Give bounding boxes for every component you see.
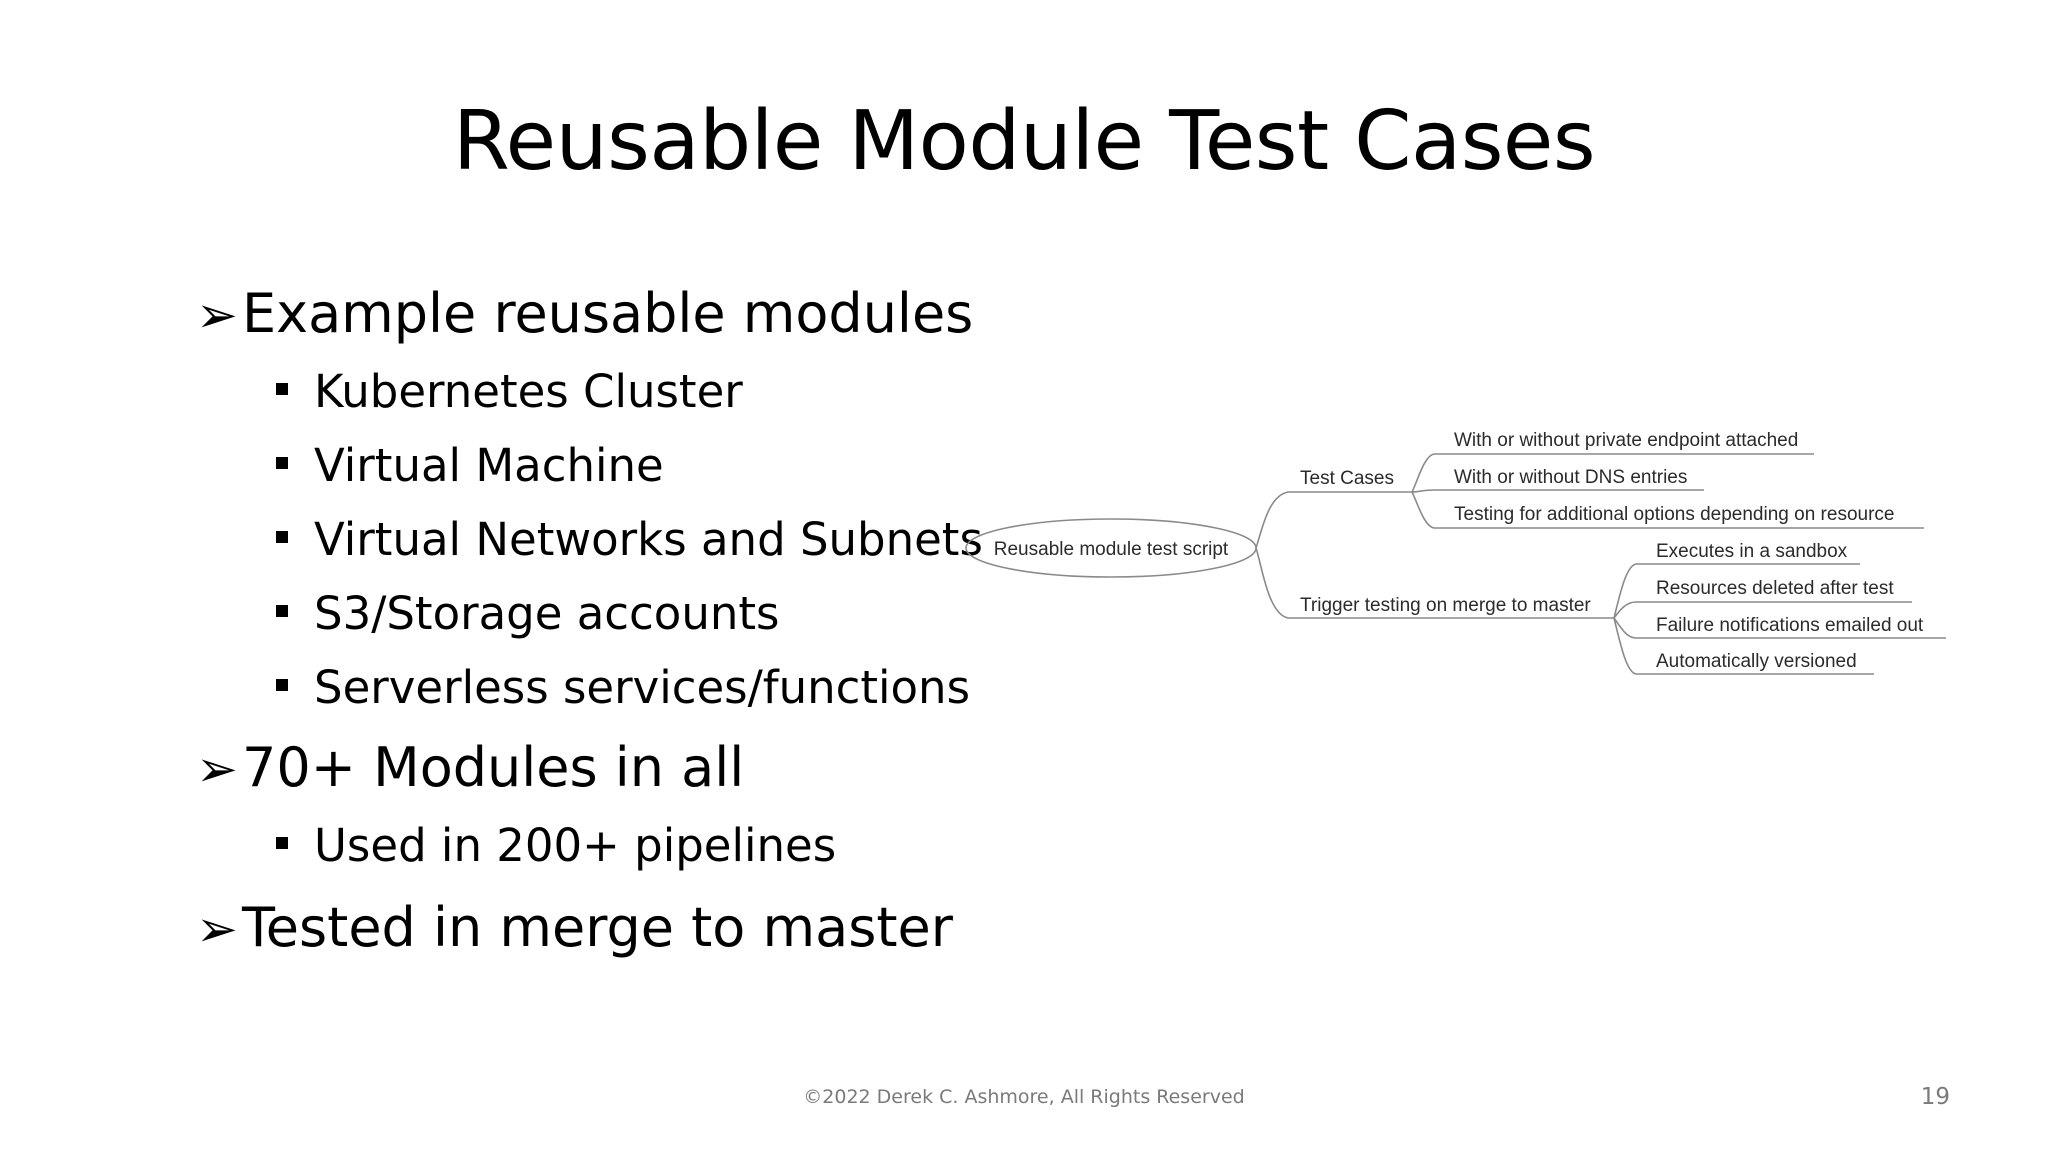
- square-bullet-icon: [276, 837, 288, 849]
- page-number: 19: [1920, 1084, 1950, 1110]
- arrow-bullet-icon: ➢: [196, 286, 238, 344]
- bullet-level2: Kubernetes Cluster: [276, 366, 743, 418]
- mindmap-connector: [1411, 489, 1704, 493]
- bullet-level1: ➢70+ Modules in all: [196, 736, 745, 799]
- slide-title: Reusable Module Test Cases: [452, 94, 1596, 189]
- mindmap-connector: [1613, 601, 1912, 619]
- mindmap-leaf-label: Executes in a sandbox: [1656, 541, 1848, 562]
- mindmap-leaf-label: Automatically versioned: [1656, 651, 1857, 672]
- mindmap-leaf-label: Failure notifications emailed out: [1656, 615, 1924, 636]
- mindmap-connector: [1613, 563, 1860, 619]
- square-bullet-icon: [276, 679, 288, 691]
- mindmap-leaf-label: With or without private endpoint attache…: [1454, 430, 1798, 451]
- mindmap-branch-label: Test Cases: [1300, 468, 1394, 489]
- arrow-bullet-icon: ➢: [196, 740, 238, 798]
- mindmap-leaf-label: With or without DNS entries: [1454, 467, 1687, 488]
- mindmap-diagram: Reusable module test script Test Cases T…: [960, 400, 1960, 700]
- mindmap-connector: [1613, 617, 1946, 639]
- bullet-level1: ➢Tested in merge to master: [196, 896, 953, 959]
- bullet-list: ➢Example reusable modules Kubernetes Clu…: [0, 0, 983, 1000]
- bullet-level2: S3/Storage accounts: [276, 588, 779, 640]
- arrow-bullet-icon: ➢: [196, 900, 238, 958]
- square-bullet-icon: [276, 457, 288, 469]
- bullet-level2: Virtual Networks and Subnets: [276, 514, 983, 566]
- mindmap-connector: [1613, 617, 1874, 675]
- mindmap-branch-label: Trigger testing on merge to master: [1300, 595, 1591, 616]
- bullet-level1: ➢Example reusable modules: [196, 282, 974, 345]
- square-bullet-icon: [276, 531, 288, 543]
- bullet-level2: Serverless services/functions: [276, 662, 970, 714]
- mindmap-connector: [1411, 453, 1814, 493]
- mindmap-connector: [1411, 491, 1924, 529]
- mindmap-leaf-label: Testing for additional options depending…: [1454, 504, 1894, 525]
- mindmap-leaf-label: Resources deleted after test: [1656, 578, 1894, 599]
- mindmap-svg: Reusable module test script Test Cases T…: [965, 430, 1946, 675]
- bullet-level2: Used in 200+ pipelines: [276, 820, 836, 872]
- mindmap-root-label: Reusable module test script: [994, 539, 1229, 560]
- square-bullet-icon: [276, 383, 288, 395]
- square-bullet-icon: [276, 605, 288, 617]
- mindmap-connector: [1255, 491, 1412, 549]
- bullet-level2: Virtual Machine: [276, 440, 664, 492]
- mindmap-connector: [1255, 547, 1614, 619]
- footer-copyright: ©2022 Derek C. Ashmore, All Rights Reser…: [803, 1086, 1245, 1108]
